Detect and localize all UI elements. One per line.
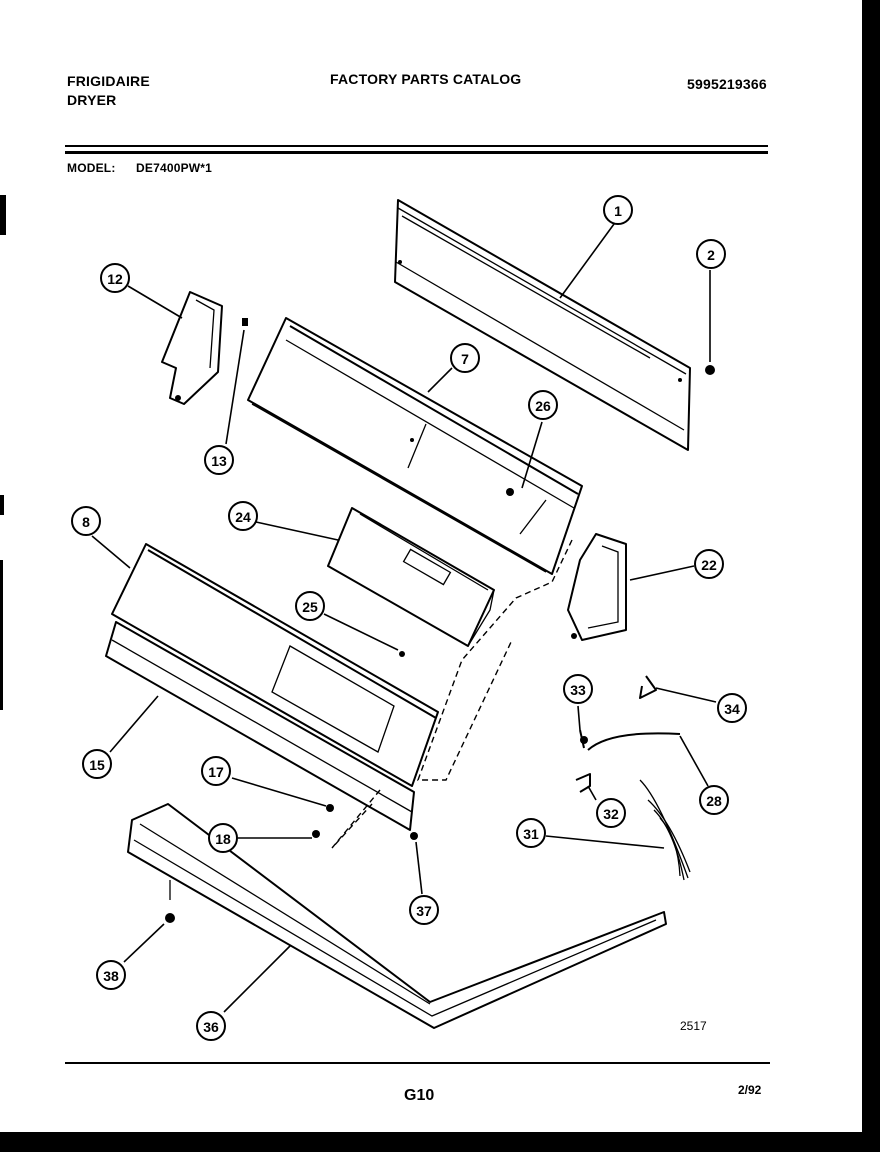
callout-label: 31 [523, 826, 539, 842]
callout-32: 32 [596, 798, 626, 828]
callout-label: 33 [570, 682, 586, 698]
callout-label: 25 [302, 599, 318, 615]
callout-12: 12 [100, 263, 130, 293]
callout-label: 2 [707, 247, 715, 263]
part-screw-37 [410, 832, 418, 840]
callout-label: 36 [203, 1019, 219, 1035]
part-screw-25 [399, 651, 405, 657]
callout-13: 13 [204, 445, 234, 475]
part-screw-38 [165, 880, 175, 923]
callout-label: 28 [706, 793, 722, 809]
part-wire-28 [587, 732, 681, 751]
callout-25: 25 [295, 591, 325, 621]
callout-label: 26 [535, 398, 551, 414]
callout-label: 12 [107, 271, 123, 287]
callout-15: 15 [82, 749, 112, 779]
part-wire-harness-31 [639, 779, 691, 881]
callout-34: 34 [717, 693, 747, 723]
callout-33: 33 [563, 674, 593, 704]
part-console-frame [247, 317, 583, 575]
part-control-board [327, 507, 495, 647]
part-screw-26 [506, 488, 514, 496]
footer-rule [65, 1062, 770, 1064]
callout-37: 37 [409, 895, 439, 925]
callout-label: 22 [701, 557, 717, 573]
callout-31: 31 [516, 818, 546, 848]
part-screw-18 [312, 830, 320, 838]
header-rule-bottom [65, 151, 768, 154]
model-label: MODEL: [67, 161, 116, 175]
callout-8: 8 [71, 506, 101, 536]
callout-38: 38 [96, 960, 126, 990]
scan-border-bottom [0, 1132, 880, 1152]
part-screw-2 [705, 365, 715, 375]
assembly-line [331, 789, 381, 849]
part-bottom-trim [105, 621, 415, 831]
part-screw-17 [326, 804, 334, 812]
callout-label: 15 [89, 757, 105, 773]
brand-name: FRIGIDAIRE [67, 73, 150, 89]
scan-edge-mark [0, 495, 4, 515]
callout-7: 7 [450, 343, 480, 373]
catalog-number: 5995219366 [687, 76, 767, 92]
part-screw-33 [579, 729, 588, 749]
part-clip-13 [242, 318, 248, 326]
product-type: DRYER [67, 92, 117, 108]
part-left-end-cap [161, 291, 223, 405]
callout-24: 24 [228, 501, 258, 531]
revision-date: 2/92 [738, 1083, 762, 1097]
model-number: DE7400PW*1 [136, 161, 213, 175]
callout-36: 36 [196, 1011, 226, 1041]
drawing-number: 2517 [680, 1019, 707, 1033]
callout-label: 32 [603, 806, 619, 822]
callout-18: 18 [208, 823, 238, 853]
callout-26: 26 [528, 390, 558, 420]
part-clip-32 [575, 773, 591, 793]
callout-2: 2 [696, 239, 726, 269]
callout-label: 1 [614, 203, 622, 219]
scan-edge-mark [0, 560, 3, 710]
scan-border-right [862, 0, 880, 1152]
page-code: G10 [404, 1087, 435, 1104]
assembly-line [416, 539, 573, 781]
callout-label: 18 [215, 831, 231, 847]
callout-28: 28 [699, 785, 729, 815]
catalog-title: FACTORY PARTS CATALOG [330, 71, 522, 87]
part-right-end-cap [567, 533, 627, 641]
leader-lines [91, 223, 717, 1013]
part-bracket-34 [639, 675, 657, 699]
callout-label: 37 [416, 903, 432, 919]
callout-label: 7 [461, 351, 469, 367]
callout-label: 17 [208, 764, 224, 780]
part-control-panel [111, 543, 439, 787]
callout-1: 1 [603, 195, 633, 225]
callout-22: 22 [694, 549, 724, 579]
callout-label: 8 [82, 514, 90, 530]
callout-17: 17 [201, 756, 231, 786]
part-rear-panel [394, 199, 691, 451]
callout-label: 13 [211, 453, 227, 469]
header-rule-top [65, 145, 768, 147]
scan-edge-mark [0, 195, 6, 235]
brand-block: FRIGIDAIRE DRYER [67, 72, 150, 110]
callout-label: 38 [103, 968, 119, 984]
callout-label: 24 [235, 509, 251, 525]
callout-label: 34 [724, 701, 740, 717]
